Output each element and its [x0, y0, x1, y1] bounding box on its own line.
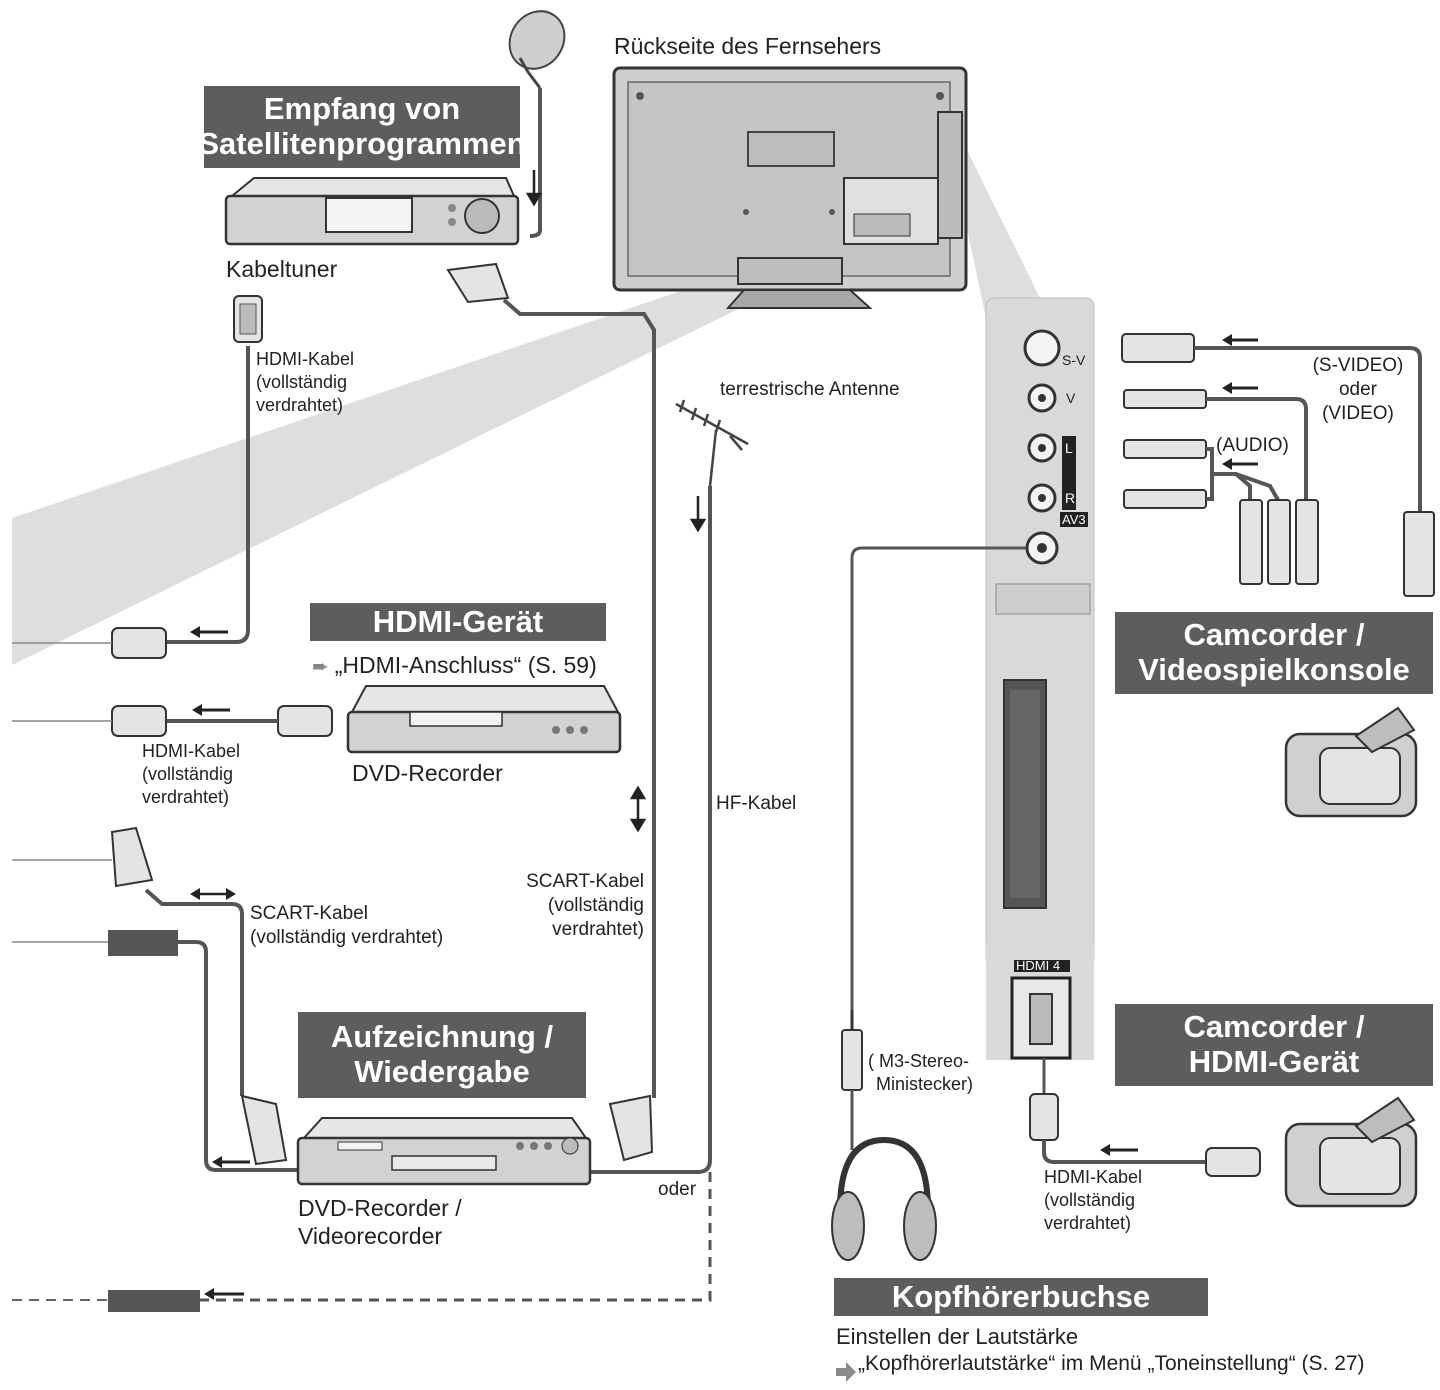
tv-back-label: Rückseite des Fernsehers: [614, 33, 882, 59]
svideo-video-label-line-3: (VIDEO): [1322, 403, 1394, 424]
audio-label: (AUDIO): [1216, 435, 1289, 456]
hdmi-cable-camcorder: [1029, 1058, 1261, 1177]
hdmi-cable-label-1: HDMI-Kabel (vollständig verdrahtet): [256, 348, 354, 417]
svideo-video-label-line-1: (S-VIDEO): [1312, 355, 1404, 376]
m3-plug-label-line-2: Ministecker): [876, 1074, 974, 1094]
scart-cable-label-left-line-2: (vollständig verdrahtet): [250, 927, 444, 948]
headphone-cable: [841, 546, 1026, 1150]
hdmi-cable-label-3: HDMI-Kabel (vollständig verdrahtet): [1044, 1166, 1142, 1235]
rf-cable: [12, 486, 712, 1312]
port-video-label: V: [1066, 390, 1076, 406]
cable-tuner-illustration: [224, 177, 520, 246]
terrestrial-antenna-label: terrestrische Antenne: [720, 379, 900, 400]
port-s-video-label: S-V: [1062, 352, 1086, 368]
hdmi-cable-tuner: [12, 295, 263, 659]
hdmi-cable-label-2-line-3: verdrahtet): [142, 787, 230, 807]
zoom-beam-left: [12, 258, 818, 665]
scart-cable-label-mid: SCART-Kabel (vollständig verdrahtet): [496, 870, 644, 942]
recording-header-line-2: Wiedergabe: [354, 1054, 530, 1089]
hdmi-cable-label-1-line-1: HDMI-Kabel: [256, 349, 355, 369]
hdmi-cable-label-2-line-1: HDMI-Kabel: [142, 741, 241, 761]
dvd-recorder-illustration: [346, 685, 622, 754]
scart-cable-label-mid-line-1: SCART-Kabel: [526, 871, 644, 892]
headphones-icon: [831, 1136, 937, 1261]
satellite-header-line-1: Empfang von: [263, 91, 461, 127]
av-input-cables: [1121, 333, 1435, 597]
port-av3-label: AV3: [1060, 512, 1088, 527]
camcorder-video-header: Camcorder / Videospielkonsole: [1115, 612, 1433, 694]
direction-arrow-icon: [525, 170, 543, 207]
satellite-dish-icon: [508, 10, 566, 238]
hdmi-cable-label-1-line-2: (vollständig: [256, 372, 348, 392]
recording-header: Aufzeichnung / Wiedergabe: [298, 1012, 586, 1098]
dvd-vcr-label-line-2: Videorecorder: [298, 1223, 443, 1249]
hdmi-cable-label-3-line-1: HDMI-Kabel: [1044, 1167, 1143, 1187]
port-hdmi4-label: HDMI 4: [1016, 958, 1061, 973]
hdmi-cable-label-1-line-3: verdrahtet): [256, 395, 344, 415]
scart-cable-label-mid-line-2: (vollständig: [547, 895, 644, 916]
svideo-video-label-line-2: oder: [1338, 379, 1378, 400]
svideo-video-label: (S-VIDEO) oder (VIDEO): [1298, 354, 1418, 426]
scart-cable-label-left: SCART-Kabel (vollständig verdrahtet): [250, 902, 443, 950]
satellite-header-line-2: Satellitenprogrammen: [198, 126, 526, 161]
camcorder-video-header-line-2: Videospielkonsole: [1138, 652, 1410, 687]
m3-plug-label-line-1: ( M3-Stereo-: [868, 1051, 970, 1071]
headphone-header-text: Kopfhörerbuchse: [891, 1278, 1151, 1314]
cable-tuner-label: Kabeltuner: [226, 256, 338, 282]
dvd-vcr-illustration: [296, 1117, 592, 1186]
hdmi-device-header-text: HDMI-Gerät: [372, 603, 544, 639]
tv-side-panel: [985, 297, 1095, 1060]
terrestrial-antenna-icon: [675, 399, 749, 487]
scart-cable-tuner: [446, 262, 656, 1162]
hdmi-reference: ➨„HDMI-Anschluss“ (S. 59): [312, 652, 597, 679]
tv-back-illustration: [612, 66, 968, 309]
hdmi-reference-text: „HDMI-Anschluss“ (S. 59): [334, 652, 597, 678]
hdmi-cable-label-2: HDMI-Kabel (vollständig verdrahtet): [142, 740, 240, 809]
hdmi-cable-label-3-line-3: verdrahtet): [1044, 1213, 1132, 1233]
camcorder-video-header-line-1: Camcorder /: [1183, 617, 1365, 653]
rf-cable-label: HF-Kabel: [716, 793, 797, 814]
direction-arrow-icon: [629, 496, 707, 833]
camcorder-icon: [1284, 1096, 1418, 1208]
camcorder-hdmi-header: Camcorder / HDMI-Gerät: [1115, 1004, 1433, 1086]
port-audio-l-label: L: [1065, 440, 1073, 456]
camcorder-hdmi-header-line-2: HDMI-Gerät: [1188, 1044, 1360, 1079]
volume-reference: „Kopfhörerlautstärke“ im Menü „Toneinste…: [858, 1352, 1365, 1375]
oder-label: oder: [658, 1179, 697, 1200]
dvd-vcr-label: DVD-Recorder / Videorecorder: [298, 1194, 462, 1250]
volume-title: Einstellen der Lautstärke: [836, 1324, 1079, 1349]
hdmi-device-header: HDMI-Gerät: [310, 603, 606, 641]
scart-cable-vcr: [12, 826, 298, 1172]
hdmi-cable-dvd: [12, 704, 333, 737]
satellite-header: Empfang von Satellitenprogrammen: [198, 86, 526, 168]
dvd-vcr-label-line-1: DVD-Recorder /: [298, 1195, 462, 1221]
zoom-beam-right: [948, 140, 1040, 318]
camcorder-icon: [1284, 706, 1418, 818]
camcorder-hdmi-header-line-1: Camcorder /: [1183, 1009, 1365, 1045]
m3-plug-label: ( M3-Stereo- Ministecker): [868, 1050, 973, 1096]
hdmi-cable-label-2-line-2: (vollständig: [142, 764, 234, 784]
ref-arrow-icon: ➨: [312, 656, 329, 678]
ref-arrow-icon: [836, 1362, 856, 1382]
dvd-recorder-label: DVD-Recorder: [352, 760, 503, 786]
port-audio-r-label: R: [1065, 490, 1076, 506]
scart-cable-label-mid-line-3: verdrahtet): [552, 919, 644, 940]
hdmi-cable-label-3-line-2: (vollständig: [1044, 1190, 1136, 1210]
headphone-header: Kopfhörerbuchse: [834, 1278, 1208, 1316]
scart-cable-label-left-line-1: SCART-Kabel: [250, 903, 368, 924]
recording-header-line-1: Aufzeichnung /: [330, 1019, 554, 1055]
